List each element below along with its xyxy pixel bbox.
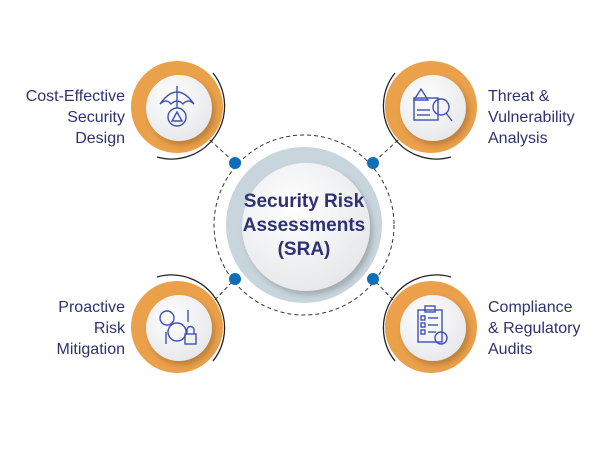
label-line: Compliance xyxy=(488,299,573,316)
label-line: Audits xyxy=(488,341,533,358)
center-title: Security Risk Assessments (SRA) xyxy=(229,190,379,262)
label-line: Proactive xyxy=(58,299,125,316)
node-label-cost-effective: Cost-Effective Security Design xyxy=(26,86,125,149)
label-line: Threat & xyxy=(488,88,550,105)
label-line: Security xyxy=(67,109,125,126)
node-label-proactive: Proactive Risk Mitigation xyxy=(57,297,125,360)
threat-scan-icon xyxy=(412,87,453,122)
center-title-line: (SRA) xyxy=(277,239,331,260)
label-line: Vulnerability xyxy=(488,109,575,126)
gear-money-lock-icon xyxy=(159,310,197,345)
label-line: Cost-Effective xyxy=(25,88,125,105)
outer-arcs xyxy=(156,72,452,362)
label-line: & Regulatory xyxy=(488,320,581,337)
umbrella-gear-icon xyxy=(159,86,195,127)
center-title-line: Assessments xyxy=(242,215,366,236)
node-label-threat: Threat & Vulnerability Analysis xyxy=(488,86,575,149)
connector-dots xyxy=(229,157,379,285)
node-label-compliance: Compliance & Regulatory Audits xyxy=(488,297,581,360)
center-circle xyxy=(242,163,370,291)
label-line: Design xyxy=(75,130,125,147)
label-line: Analysis xyxy=(488,130,548,147)
checklist-icon xyxy=(417,305,448,345)
label-line: Mitigation xyxy=(56,341,125,358)
center-title-line: Security Risk xyxy=(243,191,365,212)
label-line: Risk xyxy=(93,320,125,337)
